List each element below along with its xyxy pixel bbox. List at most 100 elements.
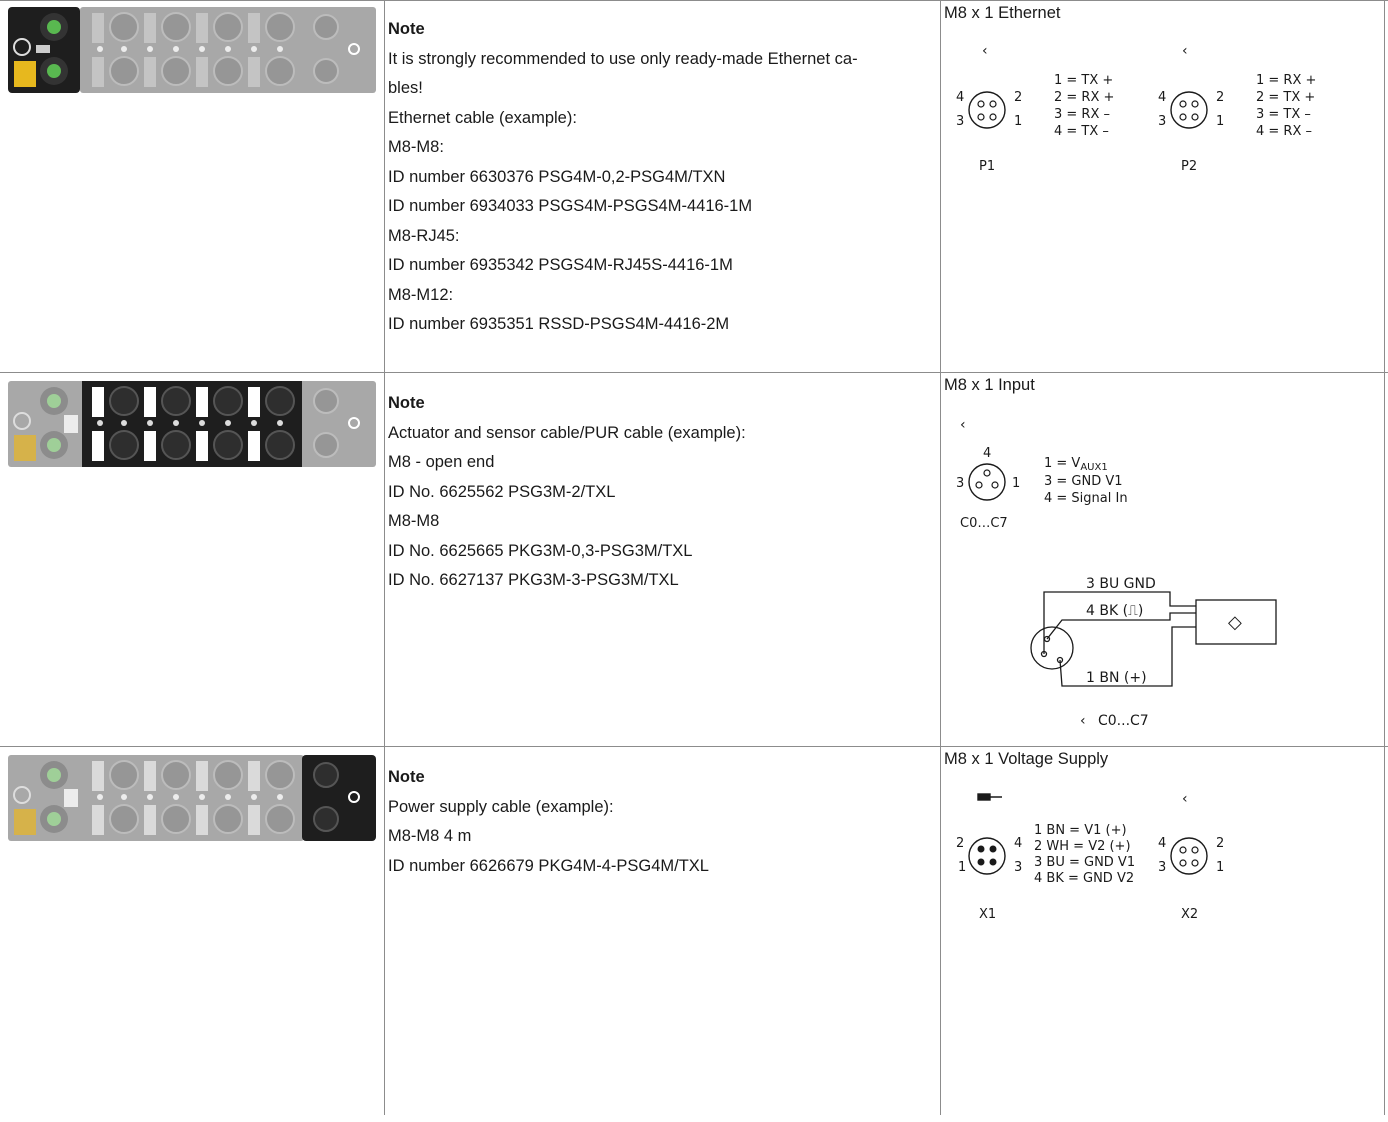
- note-line: ID number 6626679 PKG4M-4-PSG4M/TXL: [388, 856, 709, 875]
- socket-symbol: ‹: [960, 417, 966, 433]
- diagram-cell-ethernet: M8 x 1 Ethernet ‹ ‹ 4 2 3 1 P1 1 = TX + …: [944, 1, 1384, 373]
- note-line: M8 - open end: [388, 453, 495, 471]
- pin-assignment: 2 = RX +: [1054, 90, 1114, 105]
- plug-symbol: [977, 793, 1002, 801]
- module-image-input: [8, 379, 384, 753]
- pin-number: 1: [1216, 114, 1224, 129]
- note-title: Note: [388, 394, 425, 412]
- input-pinout-diagram: ‹ 4 3 1 C0…C7 1 = VAUX1 3 = GND V1 4 = S…: [956, 417, 1277, 729]
- connector-label-x2: X2: [1181, 907, 1198, 922]
- pin-number: 2: [956, 836, 964, 851]
- ethernet-pinout-diagram: ‹ ‹ 4 2 3 1 P1 1 = TX + 2 = RX + 3 = RX …: [956, 43, 1316, 174]
- connector-x2: [1170, 837, 1208, 875]
- note-line: ID number 6935351 RSSD-PSGS4M-4416-2M: [388, 315, 730, 333]
- pin-assignment: 3 = RX –: [1054, 107, 1110, 122]
- note-line: M8-M12:: [388, 285, 454, 304]
- pin-assignment: 3 = GND V1: [1044, 474, 1123, 489]
- diagram-title: M8 x 1 Voltage Supply: [944, 750, 1109, 768]
- note-line: ID No. 6625562 PSG3M-2/TXL: [388, 482, 616, 501]
- note-line: M8-M8:: [388, 138, 444, 156]
- pin-assignment: 2 WH = V2 (+): [1034, 839, 1131, 854]
- note-line: M8-M8: [388, 512, 440, 530]
- io-module-ethernet-highlighted: [8, 7, 376, 93]
- connector-input: [968, 463, 1006, 501]
- wiring-connector-label: C0...C7: [1098, 713, 1149, 729]
- note-line: ID No. 6625665 PKG3M-0,3-PSG3M/TXL: [388, 541, 693, 560]
- pin-number: 3: [956, 476, 964, 491]
- column-divider-1: [384, 0, 385, 1115]
- pin-assignment: 1 = VAUX1: [1044, 456, 1108, 473]
- note-cell-input: Note Actuator and sensor cable/PUR cable…: [388, 389, 936, 596]
- connector-p1: [968, 91, 1006, 129]
- pin-number: 3: [1014, 860, 1022, 875]
- pin-assignment: 1 = RX +: [1256, 73, 1316, 88]
- connector-x1: [968, 837, 1006, 875]
- note-line: It is strongly recommended to use only r…: [388, 49, 858, 68]
- note-cell-power: Note Power supply cable (example): M8-M8…: [388, 763, 936, 881]
- sensor-symbol: ◇: [1228, 612, 1242, 633]
- diagram-cell-power: M8 x 1 Voltage Supply ‹ 2 4 1 3 X1: [944, 747, 1384, 1116]
- module-image-ethernet: [8, 5, 384, 377]
- wire-label-bn: 1 BN (+): [1086, 670, 1147, 686]
- note-line: M8-M8 4 m: [388, 827, 472, 845]
- socket-symbol-p2: ‹: [1182, 43, 1188, 59]
- socket-symbol-p1: ‹: [982, 43, 988, 59]
- wiring-lines: [1030, 591, 1277, 687]
- pin-number: 3: [1158, 114, 1166, 129]
- note-line: ID number 6934033 PSGS4M-PSGS4M-4416-1M: [388, 197, 753, 215]
- note-line: bles!: [388, 79, 423, 97]
- connector-label: C0…C7: [960, 516, 1008, 531]
- pin-assignment: 1 BN = V1 (+): [1034, 823, 1127, 838]
- io-module-input-highlighted: [8, 381, 376, 467]
- pin-number: 2: [1014, 90, 1022, 105]
- pin-assignment: 3 = TX –: [1256, 107, 1311, 122]
- socket-symbol: ‹: [1080, 713, 1086, 729]
- pin-number: 4: [1158, 836, 1166, 851]
- pin-assignment: 4 = RX –: [1256, 124, 1312, 139]
- module-image-power: [8, 753, 384, 1122]
- socket-symbol: ‹: [1182, 791, 1188, 807]
- note-line: ID number 6630376 PSG4M-0,2-PSG4M/TXN: [388, 167, 726, 186]
- note-line: Actuator and sensor cable/PUR cable (exa…: [388, 423, 746, 442]
- diagram-title: M8 x 1 Ethernet: [944, 4, 1061, 22]
- pin-assignment: 4 BK = GND V2: [1034, 871, 1134, 886]
- wire-label-bu: 3 BU GND: [1086, 576, 1156, 592]
- pin-assignment: 4 = Signal In: [1044, 491, 1128, 506]
- note-cell-ethernet: Note It is strongly recommended to use o…: [388, 15, 936, 340]
- pin-number: 4: [1014, 836, 1022, 851]
- connector-label-x1: X1: [979, 907, 996, 922]
- connector-p2: [1170, 91, 1208, 129]
- note-line: Power supply cable (example):: [388, 797, 614, 816]
- pin-number: 3: [956, 114, 964, 129]
- pin-number: 1: [958, 860, 966, 875]
- diagram-cell-input: M8 x 1 Input ‹ 4 3 1 C0…C7 1 = VAUX1 3 =…: [944, 373, 1384, 747]
- pin-number: 2: [1216, 836, 1224, 851]
- pin-number: 2: [1216, 90, 1224, 105]
- table-row-voltage-supply: Note Power supply cable (example): M8-M8…: [0, 746, 1388, 1116]
- table-row-ethernet: Note It is strongly recommended to use o…: [0, 0, 1388, 373]
- note-line: Ethernet cable (example):: [388, 108, 577, 127]
- note-line: ID No. 6627137 PKG3M-3-PSG3M/TXL: [388, 571, 679, 589]
- column-divider-2: [940, 0, 941, 1115]
- connector-label-p1: P1: [979, 159, 995, 174]
- column-divider-3: [1384, 0, 1385, 1115]
- note-title: Note: [388, 20, 425, 38]
- pin-number: 4: [1158, 90, 1166, 105]
- pin-number: 3: [1158, 860, 1166, 875]
- pin-number: 1: [1014, 114, 1022, 129]
- note-line: ID number 6935342 PSGS4M-RJ45S-4416-1M: [388, 256, 733, 274]
- pin-number: 1: [1012, 476, 1020, 491]
- connector-label-p2: P2: [1181, 159, 1197, 174]
- pin-number: 1: [1216, 860, 1224, 875]
- pin-number: 4: [956, 90, 964, 105]
- wire-label-bk: 4 BK (⎍): [1086, 603, 1143, 619]
- pin-number: 4: [983, 446, 991, 461]
- pin-assignment: 3 BU = GND V1: [1034, 855, 1135, 870]
- io-module-power-highlighted: [8, 755, 376, 841]
- voltage-supply-pinout-diagram: ‹ 2 4 1 3 X1 1 BN = V1 (+) 2 WH = V2 (+)…: [956, 791, 1224, 922]
- note-line: M8-RJ45:: [388, 226, 460, 245]
- diagram-title: M8 x 1 Input: [944, 376, 1035, 394]
- pin-assignment: 4 = TX –: [1054, 124, 1109, 139]
- pin-assignment: 2 = TX +: [1256, 90, 1315, 105]
- note-title: Note: [388, 768, 425, 786]
